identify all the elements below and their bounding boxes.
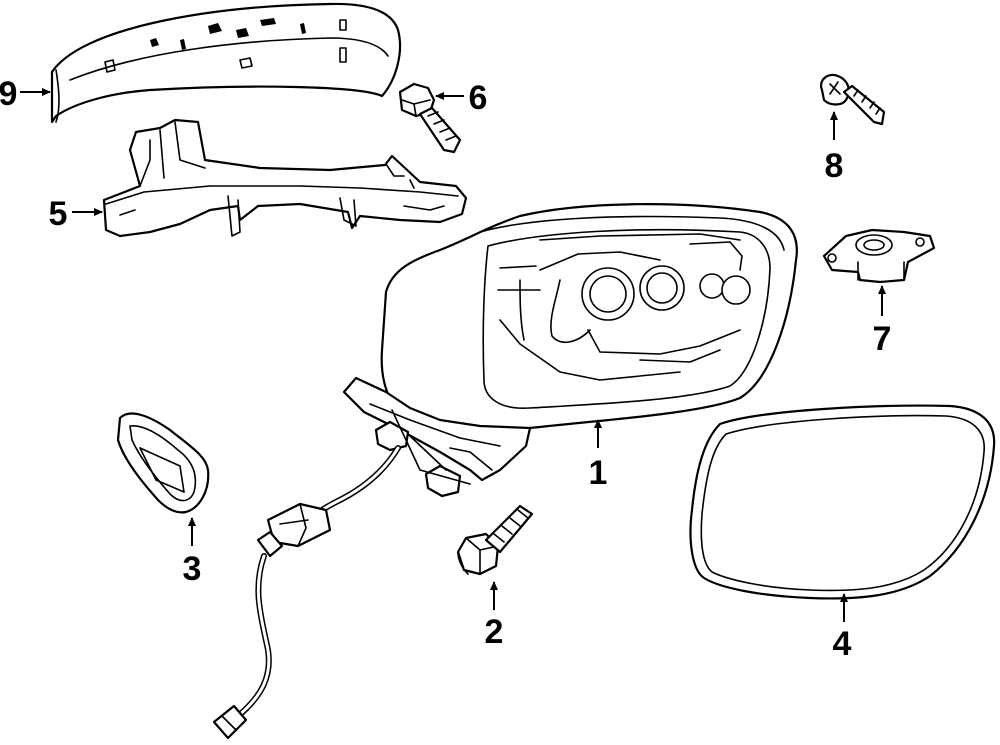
wire-harness-icon <box>212 445 401 740</box>
callout-4: 4 <box>833 625 852 663</box>
callout-5: 5 <box>49 195 68 233</box>
callout-8: 8 <box>825 147 844 185</box>
callout-6: 6 <box>469 79 488 117</box>
callout-9: 9 <box>0 75 17 113</box>
leader-lines <box>20 88 886 622</box>
screw-icon <box>820 73 886 126</box>
callout-1: 1 <box>589 454 608 492</box>
bracket-frame-icon <box>102 118 468 238</box>
mirror-glass-icon <box>689 404 996 600</box>
gasket-seal-icon <box>116 412 210 514</box>
mirror-cover-cap-icon <box>50 2 402 124</box>
mirror-housing-assembly-icon <box>342 203 798 498</box>
mounting-bolt-icon <box>456 504 534 576</box>
callout-7: 7 <box>873 320 892 358</box>
callout-3: 3 <box>183 550 202 588</box>
callout-labels: 1 2 3 4 5 6 7 8 9 <box>0 75 891 663</box>
bolt-icon <box>398 82 462 154</box>
turn-signal-lamp-icon <box>822 228 936 284</box>
callout-2: 2 <box>485 613 504 651</box>
